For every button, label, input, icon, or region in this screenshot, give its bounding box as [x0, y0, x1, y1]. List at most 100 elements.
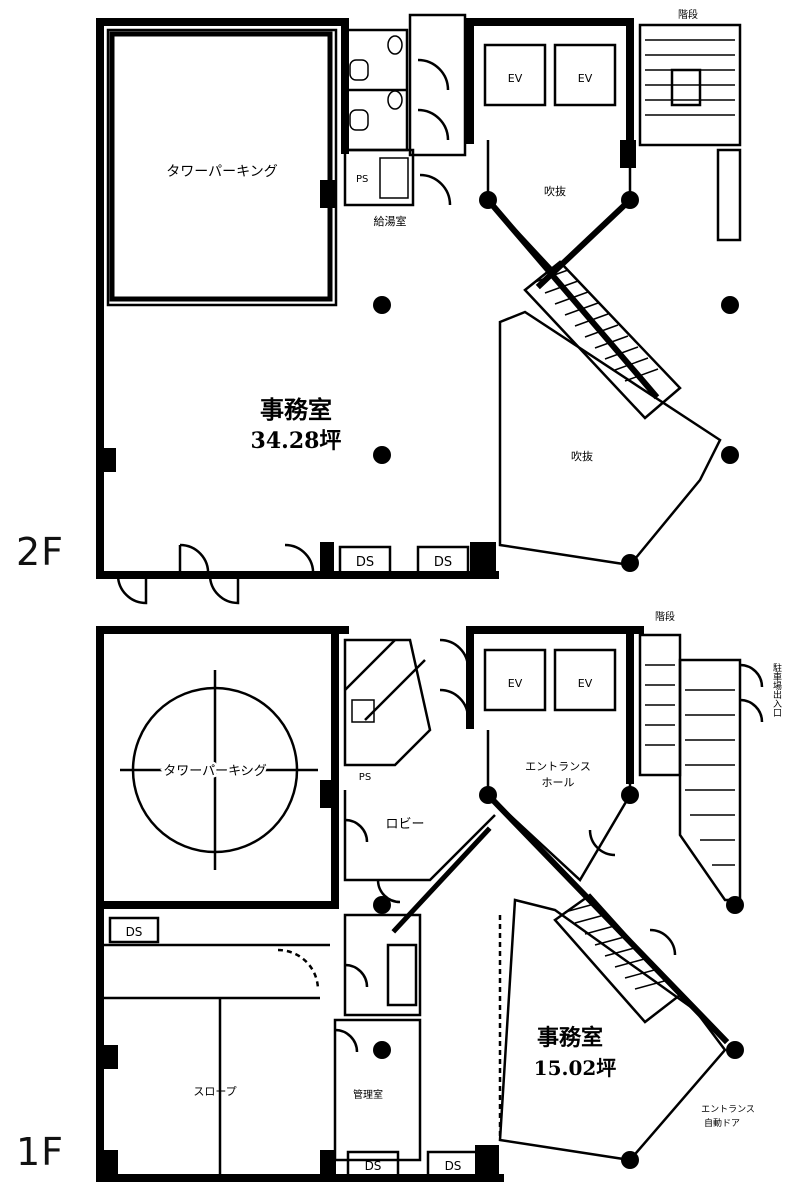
void-2f-lower-label: 吹抜 [571, 449, 593, 463]
door-2f-wc-a [417, 58, 450, 91]
pillar-2f-south-a [320, 542, 334, 575]
stair-2f-upper [638, 23, 742, 147]
column-2f-6 [721, 446, 739, 464]
pillar-2f-ev [620, 140, 636, 168]
management-1f-label: 管理室 [353, 1088, 383, 1101]
door-2f-south-b [179, 543, 210, 576]
column-1f-5 [373, 1041, 391, 1059]
pillar-1f-south [475, 1145, 499, 1177]
ps-2f-label: PS [356, 174, 368, 185]
ev-1f-right [553, 648, 617, 712]
lobby-1f-label: ロビー [385, 817, 424, 832]
pillar-2f-west [104, 448, 116, 472]
floor-label-1f: 1F [16, 1130, 65, 1174]
slope-1f-label: スロープ [193, 1085, 236, 1098]
stair-2f-upper-treads [645, 39, 735, 116]
office-1f-area: 15.02坪 [534, 1056, 617, 1080]
ev-1f-left [483, 648, 547, 712]
sink-2f [379, 157, 409, 199]
column-1f-4 [726, 896, 744, 914]
tower-parking-1f-label: タワーパーキング [163, 764, 266, 779]
beam-1f-a [483, 790, 730, 1045]
ev-2f-right-label: EV [578, 72, 593, 85]
door-2f-wc-b [417, 108, 450, 141]
column-1f-2 [621, 786, 639, 804]
ps-2f [343, 148, 415, 207]
stair-2f-note: 階段 [678, 8, 698, 21]
storage-1f-inner [386, 943, 418, 1007]
parking-entrance-label: 駐車場出入口 [771, 662, 782, 717]
ev-2f-left-label: EV [508, 72, 523, 85]
door-1f-lobby-south [376, 879, 401, 904]
ds-1f-left [108, 916, 160, 944]
floor-label-2f: 2F [16, 530, 65, 574]
column-2f-4 [721, 296, 739, 314]
pillar-2f-south-b [470, 542, 496, 575]
ds-2f-right [416, 545, 470, 575]
column-1f-3 [373, 896, 391, 914]
toilet-1f [343, 638, 432, 767]
door-1f-lobby [344, 818, 369, 843]
door-1f-stair [649, 928, 677, 956]
pillar-1f-parking [320, 780, 336, 808]
door-1f-slope-swing [277, 948, 320, 991]
stair-1f-right-treads [645, 664, 735, 866]
pillar-1f-south-b [320, 1150, 336, 1178]
door-1f-management [334, 1028, 359, 1053]
beam-1f-b [391, 826, 492, 934]
pillar-1f-west-a [100, 1045, 118, 1069]
toilet-fixture-2f-a [349, 59, 369, 81]
storage-1f [343, 913, 422, 1017]
urinal-2f-a [387, 35, 403, 55]
ds-2f-left [338, 545, 392, 575]
column-2f-1 [479, 191, 497, 209]
tower-parking-2f [106, 28, 338, 307]
door-1f-right-a [739, 663, 764, 688]
tower-parking-2f-label: タワーパーキング [166, 164, 277, 180]
ev-2f-left [483, 43, 547, 107]
ds-2f-right-label: DS [434, 555, 452, 570]
door-2f-kitchen [419, 173, 452, 206]
ps-1f-label: PS [359, 772, 371, 783]
door-2f-south-c [208, 574, 240, 605]
void-2f-upper-label: 吹抜 [544, 184, 566, 198]
column-2f-7 [621, 554, 639, 572]
door-1f-ev-a [439, 638, 470, 669]
door-1f-ev-b [439, 688, 470, 719]
void-2f-upper-outline [486, 140, 632, 274]
urinal-2f-b [387, 90, 403, 110]
door-1f-right-b [739, 698, 764, 723]
column-2f-5 [373, 446, 391, 464]
tower-parking-2f-frame [109, 31, 333, 302]
ev-1f-left-label: EV [508, 677, 523, 690]
corridor-2f [408, 13, 467, 157]
ds-2f-left-label: DS [356, 555, 374, 570]
ds-1f-right-label: DS [445, 1159, 462, 1173]
toilet-fixture-2f-b [349, 109, 369, 131]
lobby-1f-outline [343, 790, 496, 882]
door-1f-entrance-hall [588, 829, 616, 857]
pillar-2f-parking [320, 180, 336, 208]
entrance-door-1f-label-1: エントランス [701, 1104, 755, 1115]
entrance-hall-1f-outline [486, 730, 632, 882]
column-2f-3 [373, 296, 391, 314]
office-2f-area: 34.28坪 [251, 428, 342, 454]
stair-1f-note: 階段 [655, 610, 675, 623]
toilet-1f-diag-a [344, 639, 396, 691]
stair-1f-right-b [678, 658, 742, 902]
shaft-2f [716, 148, 742, 242]
toilet-1f-fixture [351, 699, 375, 723]
office-2f-name: 事務室 [260, 395, 332, 424]
ds-1f-left-label: DS [126, 925, 143, 939]
column-1f-6 [726, 1041, 744, 1059]
door-2f-south-d [284, 543, 315, 576]
void-2f-lower-outline [498, 310, 722, 567]
door-1f-storage [344, 963, 369, 988]
entrance-hall-1f-label-1: エントランス [525, 760, 591, 773]
pillar-1f-west-b [100, 1150, 118, 1174]
column-1f-7 [621, 1151, 639, 1169]
door-2f-south-a [116, 574, 148, 605]
entrance-door-1f-label-2: 自動ドア [704, 1117, 740, 1129]
toilet-1f-diag-b [364, 659, 426, 721]
ds-1f-mid-label: DS [365, 1159, 382, 1173]
